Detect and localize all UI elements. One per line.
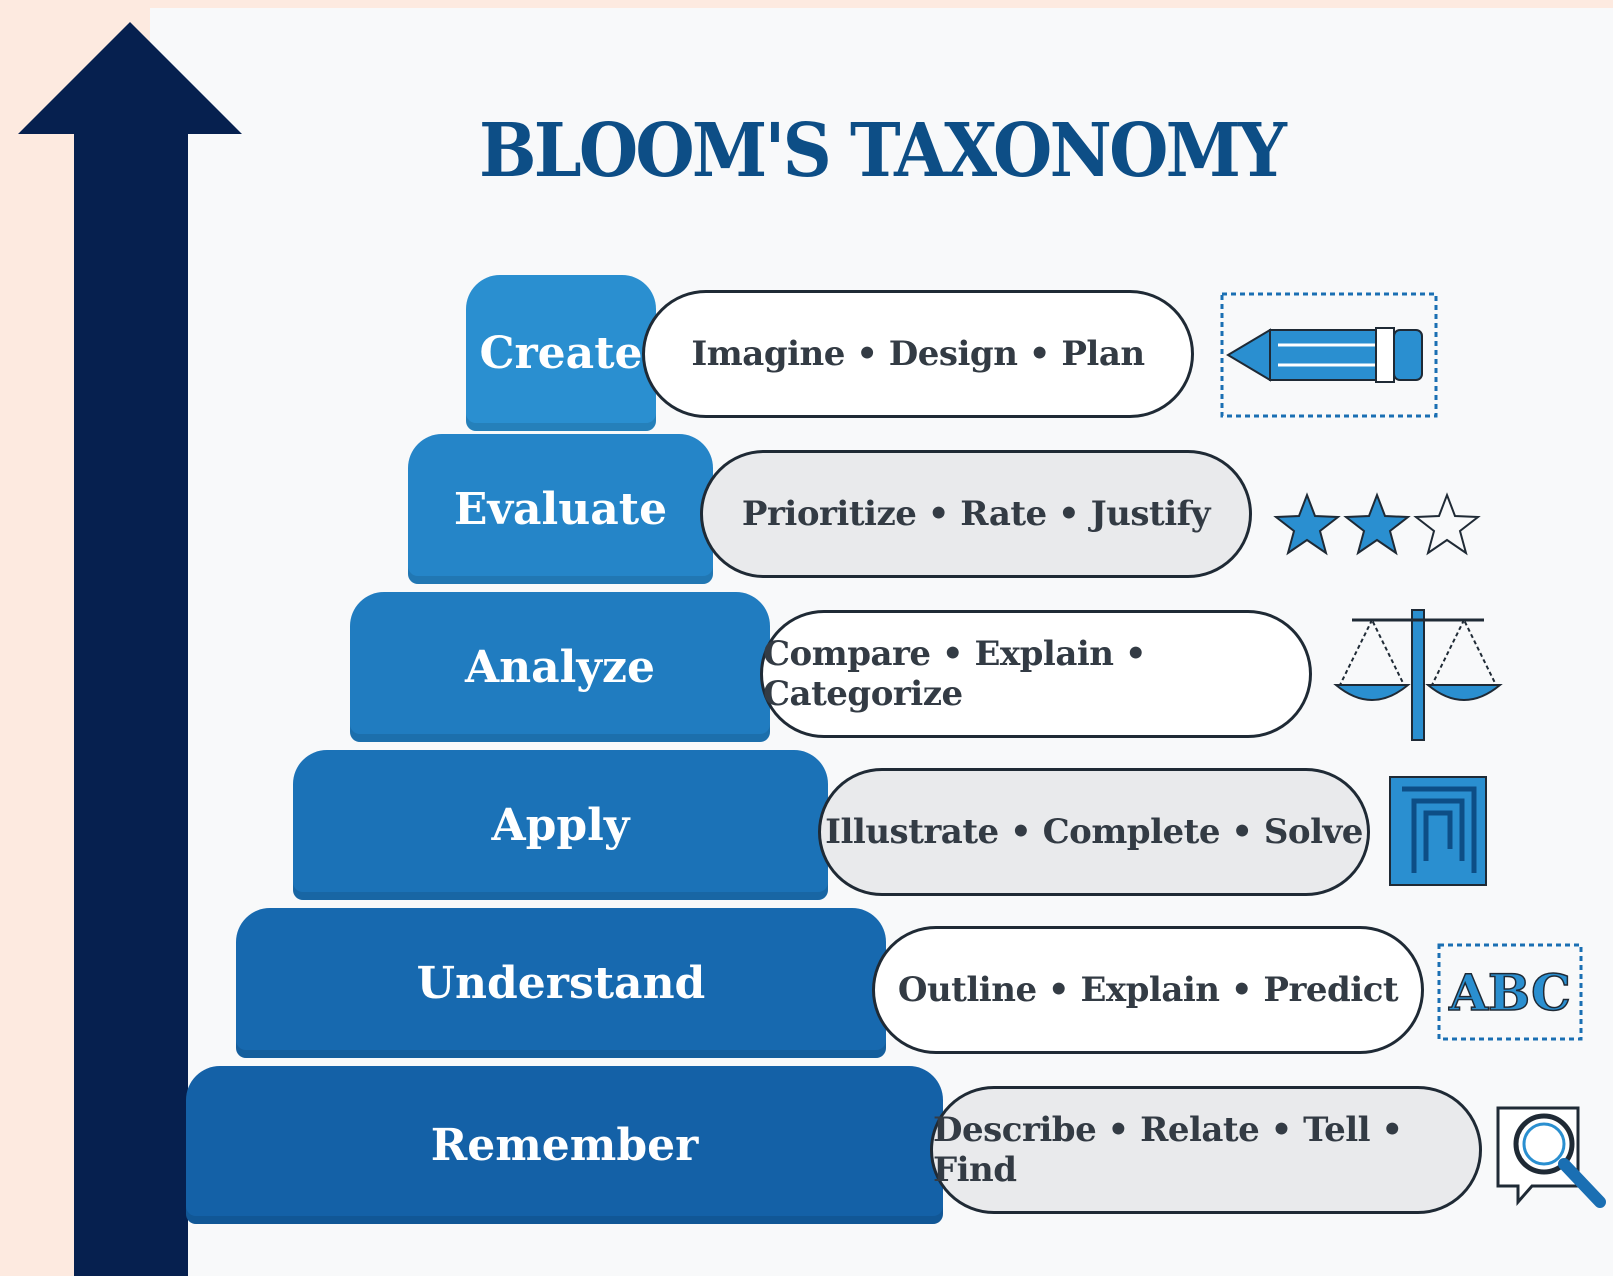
verbs-label: Illustrate • Complete • Solve [825, 812, 1363, 852]
abc-icon: ABC [1437, 943, 1583, 1041]
level-evaluate: Evaluate [408, 434, 713, 584]
scales-icon [1333, 609, 1503, 741]
verbs-label: Imagine • Design • Plan [691, 334, 1145, 374]
verbs-apply: Illustrate • Complete • Solve [818, 768, 1370, 896]
maze-icon [1389, 776, 1487, 886]
pencil-icon [1220, 292, 1438, 418]
verbs-remember: Describe • Relate • Tell • Find [930, 1086, 1482, 1214]
verbs-label: Describe • Relate • Tell • Find [933, 1110, 1403, 1190]
verbs-label: Outline • Explain • Predict [897, 970, 1399, 1010]
verbs-evaluate: Prioritize • Rate • Justify [700, 450, 1252, 578]
level-label: Evaluate [453, 483, 668, 535]
up-arrow-icon [18, 22, 242, 1276]
level-remember: Remember [186, 1066, 943, 1224]
level-apply: Apply [293, 750, 828, 900]
level-label: Understand [416, 957, 706, 1009]
diagram-title: BLOOM'S TAXONOMY [478, 108, 1287, 194]
stars-icon [1273, 492, 1481, 556]
verbs-understand: Outline • Explain • Predict [872, 926, 1424, 1054]
level-label: Apply [491, 799, 630, 851]
level-create: Create [466, 275, 656, 431]
level-understand: Understand [236, 908, 886, 1058]
verbs-label: Compare • Explain • Categorize [763, 634, 1147, 714]
verbs-label: Prioritize • Rate • Justify [741, 494, 1211, 534]
level-analyze: Analyze [350, 592, 770, 742]
verbs-analyze: Compare • Explain • Categorize [760, 610, 1312, 738]
level-label: Analyze [465, 641, 655, 693]
search-icon [1496, 1106, 1606, 1208]
level-label: Remember [430, 1119, 699, 1171]
verbs-create: Imagine • Design • Plan [642, 290, 1194, 418]
abc-text: ABC [1448, 963, 1571, 1022]
level-label: Create [479, 327, 643, 379]
